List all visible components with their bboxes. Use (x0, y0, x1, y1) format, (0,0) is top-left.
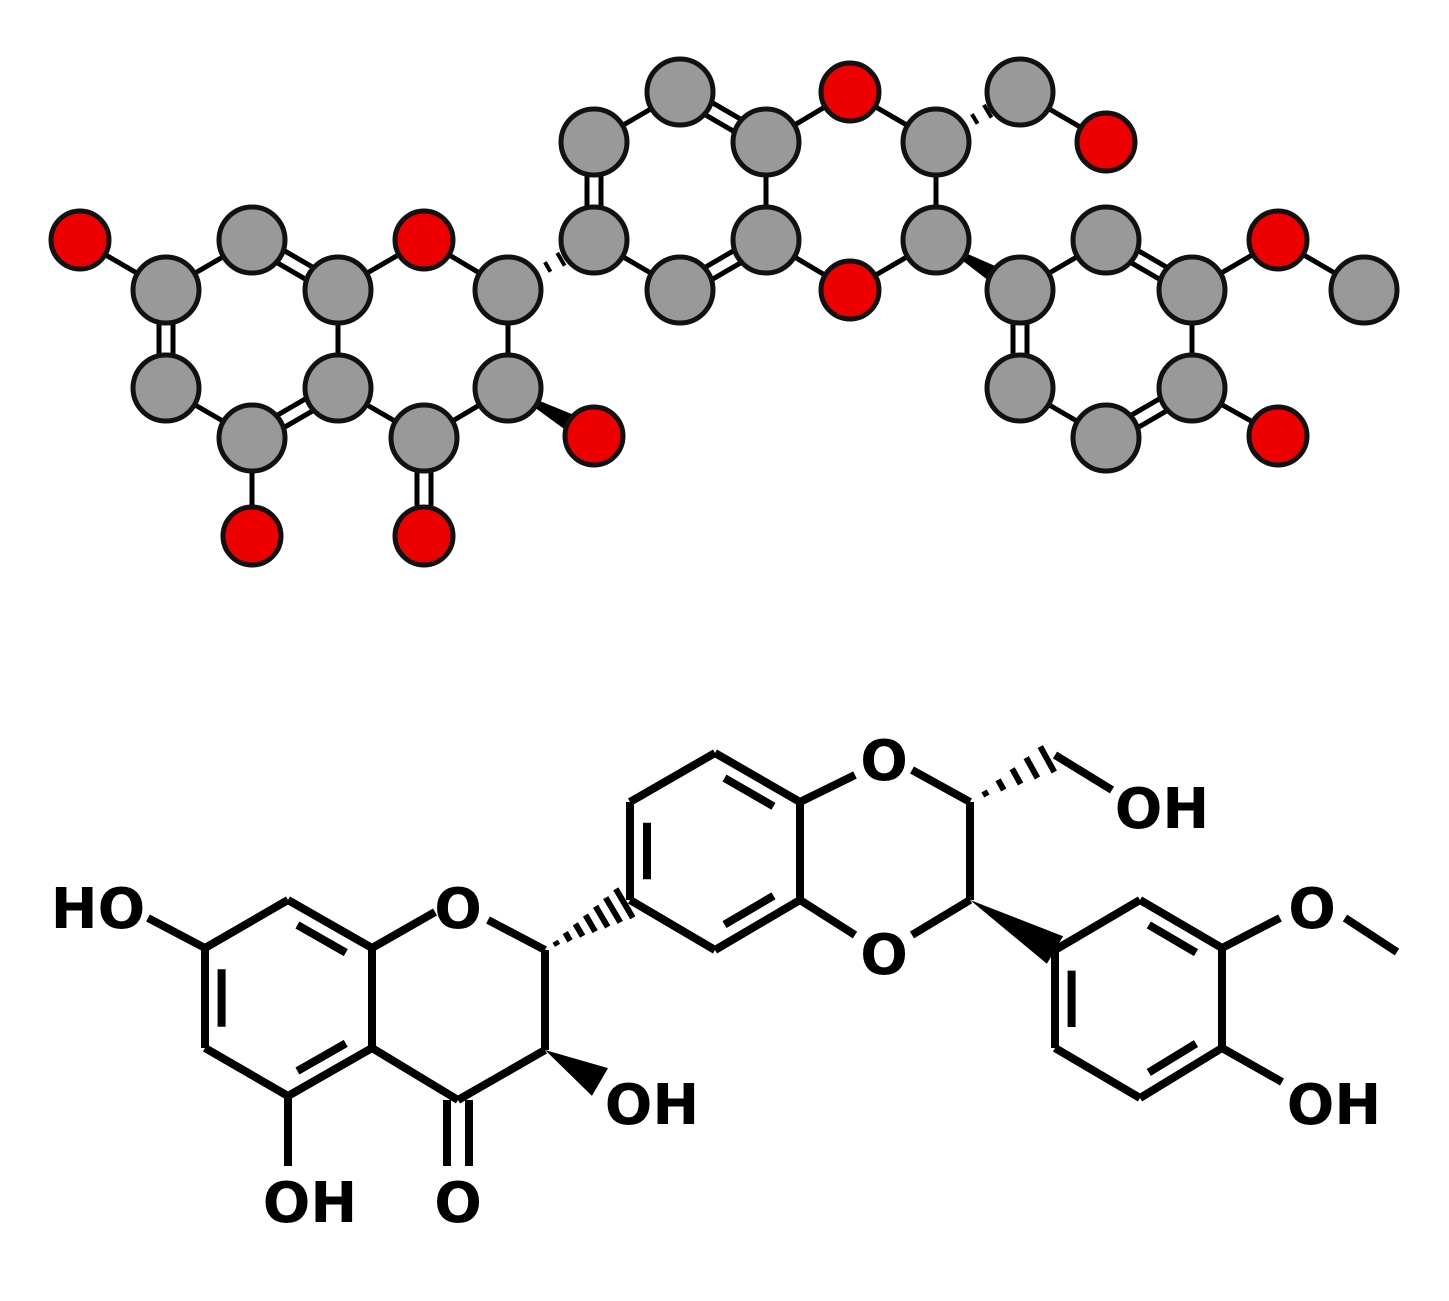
carbon-atom-B5 (730, 204, 802, 276)
bond-ring-a-a1-a2 (202, 896, 291, 952)
carbon-atom-M1 (984, 56, 1056, 128)
carbon-atom-E5 (1070, 402, 1142, 474)
bond-c4-c4a (369, 1044, 461, 1104)
bond-b4-o (798, 771, 857, 806)
label-o-dioxane-bottom: O (860, 923, 908, 988)
carbon-atom-B1 (558, 204, 630, 276)
bond-ring-e-e4-e5 (1137, 1044, 1225, 1102)
bond-c3-c4 (456, 1046, 547, 1104)
label-o-dioxane-top: O (860, 729, 908, 794)
oxygen-atom-X3 (1246, 404, 1310, 468)
carbon-atom-D2 (900, 106, 972, 178)
bond-ring-e-e1-e2 (1052, 896, 1143, 954)
oxygen-atom-O5 (220, 504, 284, 568)
carbon-atom-C3 (472, 352, 544, 424)
carbon-atom-C7 (130, 254, 202, 326)
bond-ring-e-inner-2 (1146, 1040, 1199, 1076)
carbon-atom-C6 (130, 352, 202, 424)
carbon-atom-C5 (216, 402, 288, 474)
carbon-atom-D3 (900, 204, 972, 276)
carbon-atom-E3 (1156, 254, 1228, 326)
oxygen-atom-O4 (392, 504, 456, 568)
bond-ch2-oh (1052, 751, 1115, 794)
carbon-atom-X2 (1328, 254, 1400, 326)
carbon-atom-E1 (984, 254, 1056, 326)
label-oh-phenol: OH (1287, 1073, 1381, 1138)
label-o-methoxy: O (1288, 877, 1336, 942)
label-o-chroman-ring: O (434, 877, 482, 942)
bond-ring-a-a2-a3 (286, 896, 374, 952)
bond-e3-o-methoxy (1220, 914, 1282, 952)
bond-ring-b-b6-b1 (627, 896, 718, 954)
bond-o-methyl (1342, 914, 1400, 956)
skeletal-formula-labels: HO O OH O OH O O OH O OH (51, 729, 1381, 1236)
bond-d2-ch2-hash (981, 745, 1057, 798)
bond-c3-oh-wedge (545, 1050, 609, 1096)
oxygen-atom-O1r (392, 208, 456, 272)
bond-o-d2 (910, 766, 972, 806)
carbon-atom-C4 (388, 402, 460, 474)
oxygen-atom-X1 (1246, 208, 1310, 272)
bond-c8a-o1 (370, 908, 437, 952)
label-ho-a7: HO (51, 877, 145, 942)
oxygen-atom-O3 (562, 404, 626, 468)
bond-ring-e-inner-1 (1146, 921, 1199, 957)
label-oh-c3: OH (605, 1073, 699, 1138)
bond-ring-e-e5-e6 (1052, 1044, 1143, 1102)
carbon-atom-E4 (1156, 352, 1228, 424)
label-oh-hydroxymethyl: OH (1115, 777, 1209, 842)
carbon-atom-B2 (558, 106, 630, 178)
bond-ring-a-a4-a5 (286, 1044, 374, 1100)
oxygen-atom-D1 (818, 60, 882, 124)
bond-ring-b-inner-3 (722, 892, 776, 929)
bond-e4-oh (1220, 1044, 1284, 1086)
ball-and-stick-atoms (48, 56, 1400, 568)
bond-c7-oh (146, 914, 207, 952)
carbon-atom-C4a (302, 352, 374, 424)
carbon-atom-C8 (216, 204, 288, 276)
carbon-atom-B3 (644, 56, 716, 128)
bond-d3-o (909, 896, 973, 939)
label-oh-a5: OH (263, 1171, 357, 1236)
carbon-atom-B4 (730, 106, 802, 178)
carbon-atom-C2 (472, 254, 544, 326)
carbon-atom-E6 (984, 352, 1056, 424)
carbon-atom-E2 (1070, 204, 1142, 276)
bond-o-b5 (797, 896, 858, 939)
skeletal-formula-bonds (146, 745, 1400, 1166)
label-o-ketone: O (434, 1171, 482, 1236)
oxygen-atom-O1 (48, 208, 112, 272)
bond-ring-a-a5-a6 (202, 1044, 291, 1100)
bond-ring-b-b3-b4 (713, 749, 802, 806)
carbon-atom-C8a (302, 254, 374, 326)
bond-ring-a-inner-1 (295, 921, 348, 957)
bond-ring-a-inner-2 (295, 1039, 348, 1075)
bond-ring-e-e2-e3 (1137, 896, 1225, 952)
bond-ring-b-inner-2 (722, 774, 776, 810)
bond-d3-aryl-wedge (970, 900, 1064, 964)
carbon-atom-B6 (644, 254, 716, 326)
bond-c4-o-double (443, 1100, 473, 1166)
bond-c2-aryl-hash (552, 887, 636, 947)
bond-o1-c2 (486, 916, 547, 954)
oxygen-atom-M2 (1074, 110, 1138, 174)
bond-ring-b-b5-b6 (712, 896, 803, 954)
bond-ring-b-b2-b3 (628, 749, 717, 806)
oxygen-atom-D4 (818, 258, 882, 322)
